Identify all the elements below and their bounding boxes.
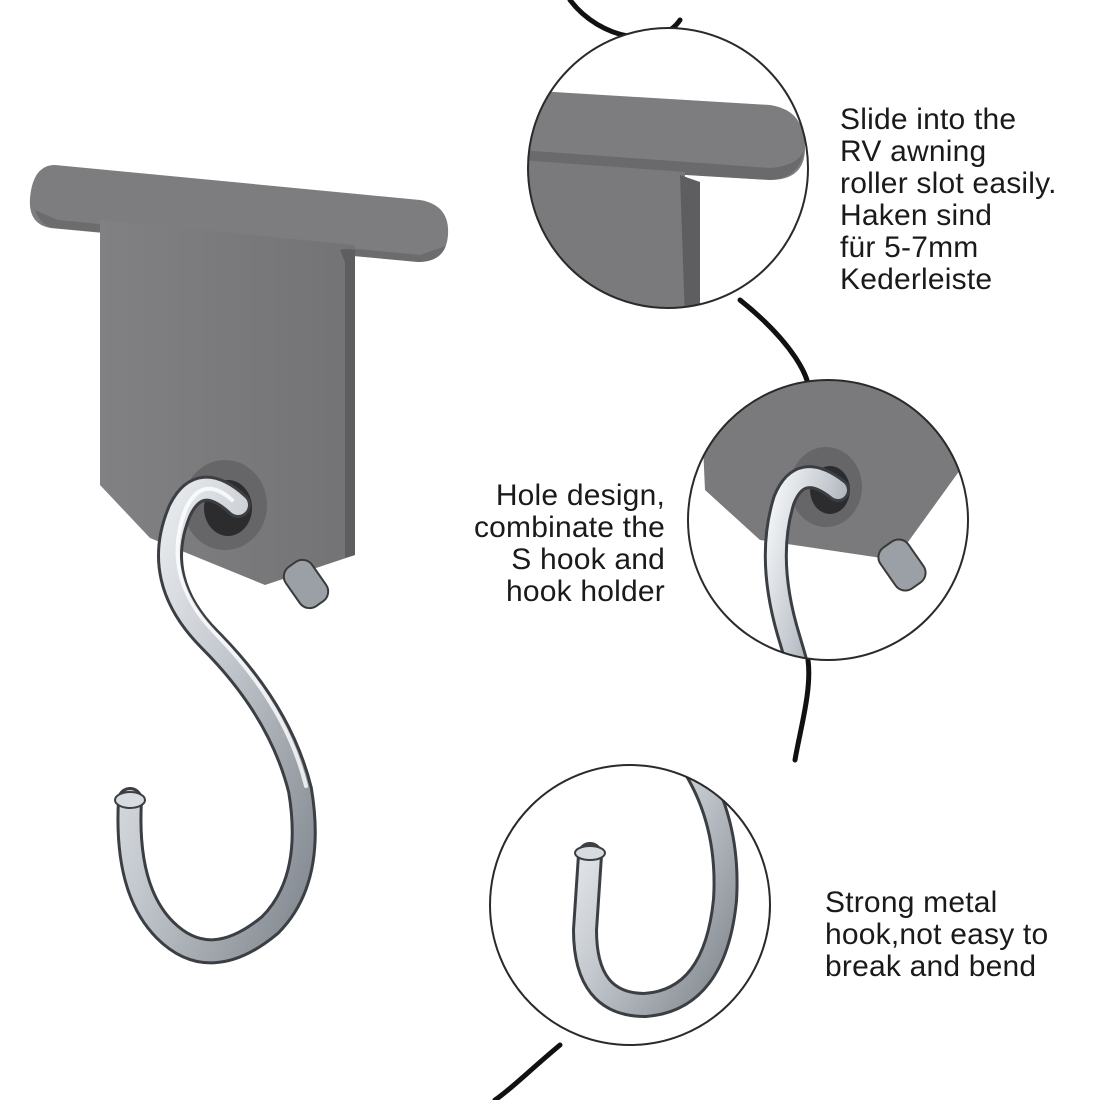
detail-circle-bottom — [489, 764, 771, 1046]
callout-line: Haken sind — [840, 199, 993, 232]
callout-line: Kederleiste — [840, 263, 993, 296]
callout-line: Hole design, — [495, 479, 665, 512]
callout-line: RV awning — [840, 135, 987, 168]
detail-circle-middle — [687, 379, 969, 661]
callout-hook-text: Strong metal hook,not easy to break and … — [825, 887, 1048, 983]
callout-line: für 5-7mm — [840, 231, 979, 264]
detail-circle-top — [527, 27, 809, 309]
main-hook-holder — [29, 165, 449, 965]
callout-hole-text: Hole design, combinate the S hook and ho… — [440, 480, 665, 608]
callout-line: Strong metal — [825, 886, 998, 919]
callout-line: S hook and — [511, 543, 665, 576]
callout-line: Slide into the — [840, 103, 1017, 136]
callout-slide-text: Slide into the RV awning roller slot eas… — [840, 104, 1057, 296]
callout-line: hook holder — [506, 575, 665, 608]
callout-line: hook,not easy to — [825, 918, 1049, 951]
callout-line: roller slot easily. — [840, 167, 1057, 200]
callout-line: combinate the — [473, 511, 665, 544]
callout-line: break and bend — [825, 950, 1037, 983]
